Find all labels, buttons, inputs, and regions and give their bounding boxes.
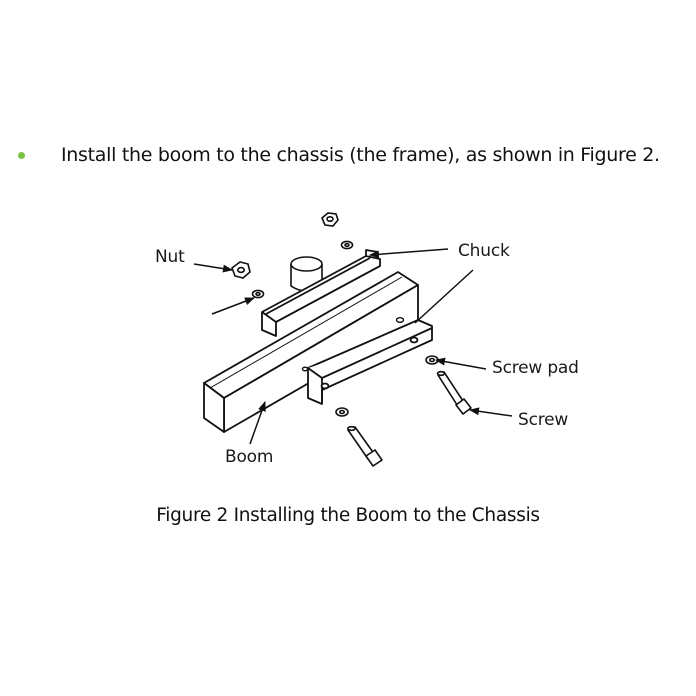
label-screw-pad: Screw pad <box>492 358 579 378</box>
boom-holes <box>301 317 405 372</box>
instruction-item: Install the boom to the chassis (the fra… <box>18 144 678 166</box>
left-washer-icon <box>251 289 265 299</box>
label-screw: Screw <box>518 410 568 430</box>
top-nut-icon <box>321 212 339 227</box>
instruction-text: Install the boom to the chassis (the fra… <box>61 144 660 166</box>
label-boom: Boom <box>225 447 273 467</box>
top-washer-icon <box>340 240 354 250</box>
boom-body <box>203 271 419 433</box>
figure-caption: Figure 2 Installing the Boom to the Chas… <box>156 505 540 526</box>
label-nut: Nut <box>155 247 185 267</box>
clamp-plate <box>307 319 433 405</box>
bottom-screw-icon <box>346 425 383 467</box>
nut-icon <box>231 261 251 279</box>
screw-icon <box>436 370 472 415</box>
callout-lines <box>193 248 513 445</box>
label-chuck: Chuck <box>458 241 510 261</box>
bullet-dot-icon <box>18 151 25 159</box>
bottom-washer-icon <box>335 407 349 417</box>
